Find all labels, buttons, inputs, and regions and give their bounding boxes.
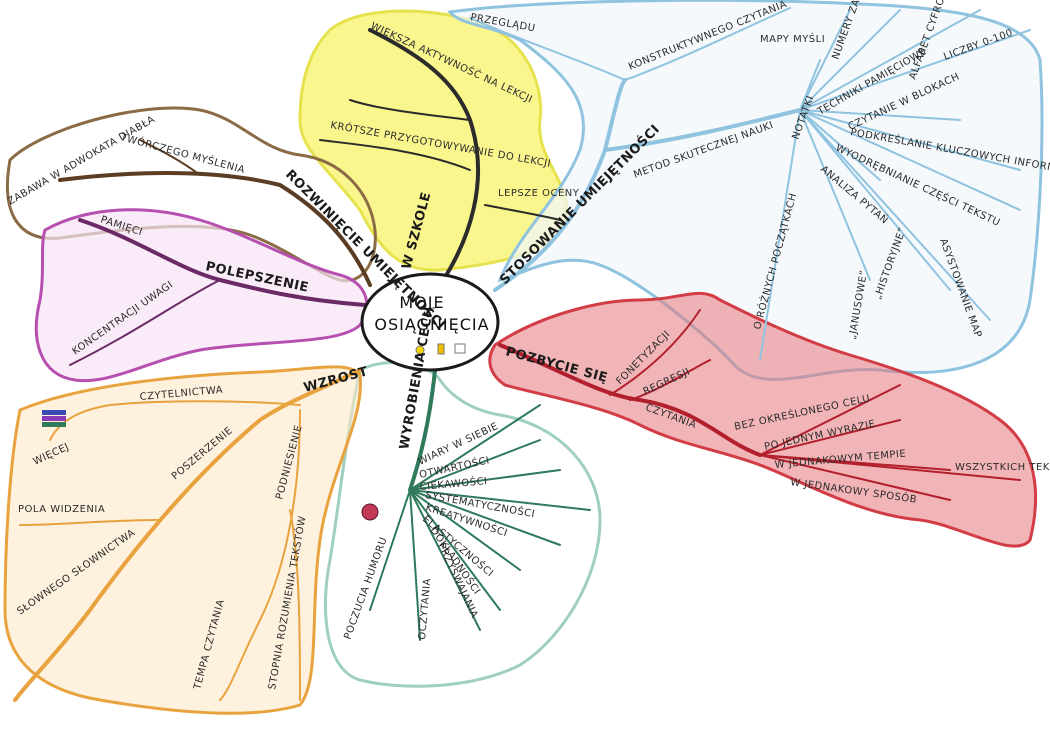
- develop-sub: [139, 139, 201, 176]
- application-mindmaps-label: MAPY MYŚLI: [760, 32, 825, 45]
- traits-fan: [369, 404, 591, 641]
- center-title-line2: OSIĄGNIĘCIA: [374, 315, 489, 334]
- application-sub-reading: [624, 7, 791, 81]
- develop-item-1: ZABAWA W ADWOKATA DIABŁA: [6, 114, 157, 208]
- school-subbranch-1: [349, 99, 471, 121]
- improve-sub: [69, 279, 221, 366]
- getrid-branch: [498, 343, 762, 457]
- getrid-fan: [759, 384, 1021, 501]
- growth-sub-reading: [49, 400, 301, 441]
- traits-item-8: OCZYTANIA: [417, 578, 433, 640]
- growth-item-4: POLA WIDZENIA: [18, 504, 105, 515]
- methods-fan: [759, 9, 1031, 361]
- growth-region: [3, 365, 362, 715]
- school-item-3: LEPSZE OCENY: [498, 188, 580, 199]
- books-icon: [42, 410, 66, 427]
- growth-sub-raise: [219, 409, 301, 701]
- application-branch: [493, 78, 627, 292]
- school-subbranch-2: [319, 139, 471, 171]
- heart-icon: [361, 503, 379, 521]
- develop-branch: [58, 171, 372, 287]
- growth-sub-field: [19, 519, 161, 526]
- getrid-sub-2: [629, 359, 711, 401]
- school-subbranch-3: [484, 204, 561, 221]
- center-node: [360, 272, 500, 372]
- traits-branch: [408, 368, 437, 492]
- develop-item-2: TWÓRCZEGO MYŚLENIA: [118, 130, 246, 176]
- application-sub-review: [469, 17, 626, 81]
- getrid-item-8: WSZYSTKICH TEKSTÓW: [955, 460, 1050, 473]
- improve-region: [34, 208, 369, 383]
- getrid-sub-1: [609, 309, 701, 396]
- growth-branch: [13, 368, 362, 702]
- application-sub-methods: [603, 108, 802, 152]
- getrid-region: [488, 291, 1038, 548]
- center-doodle-icon: [415, 343, 466, 355]
- center-title-line1: MOJE: [399, 293, 444, 312]
